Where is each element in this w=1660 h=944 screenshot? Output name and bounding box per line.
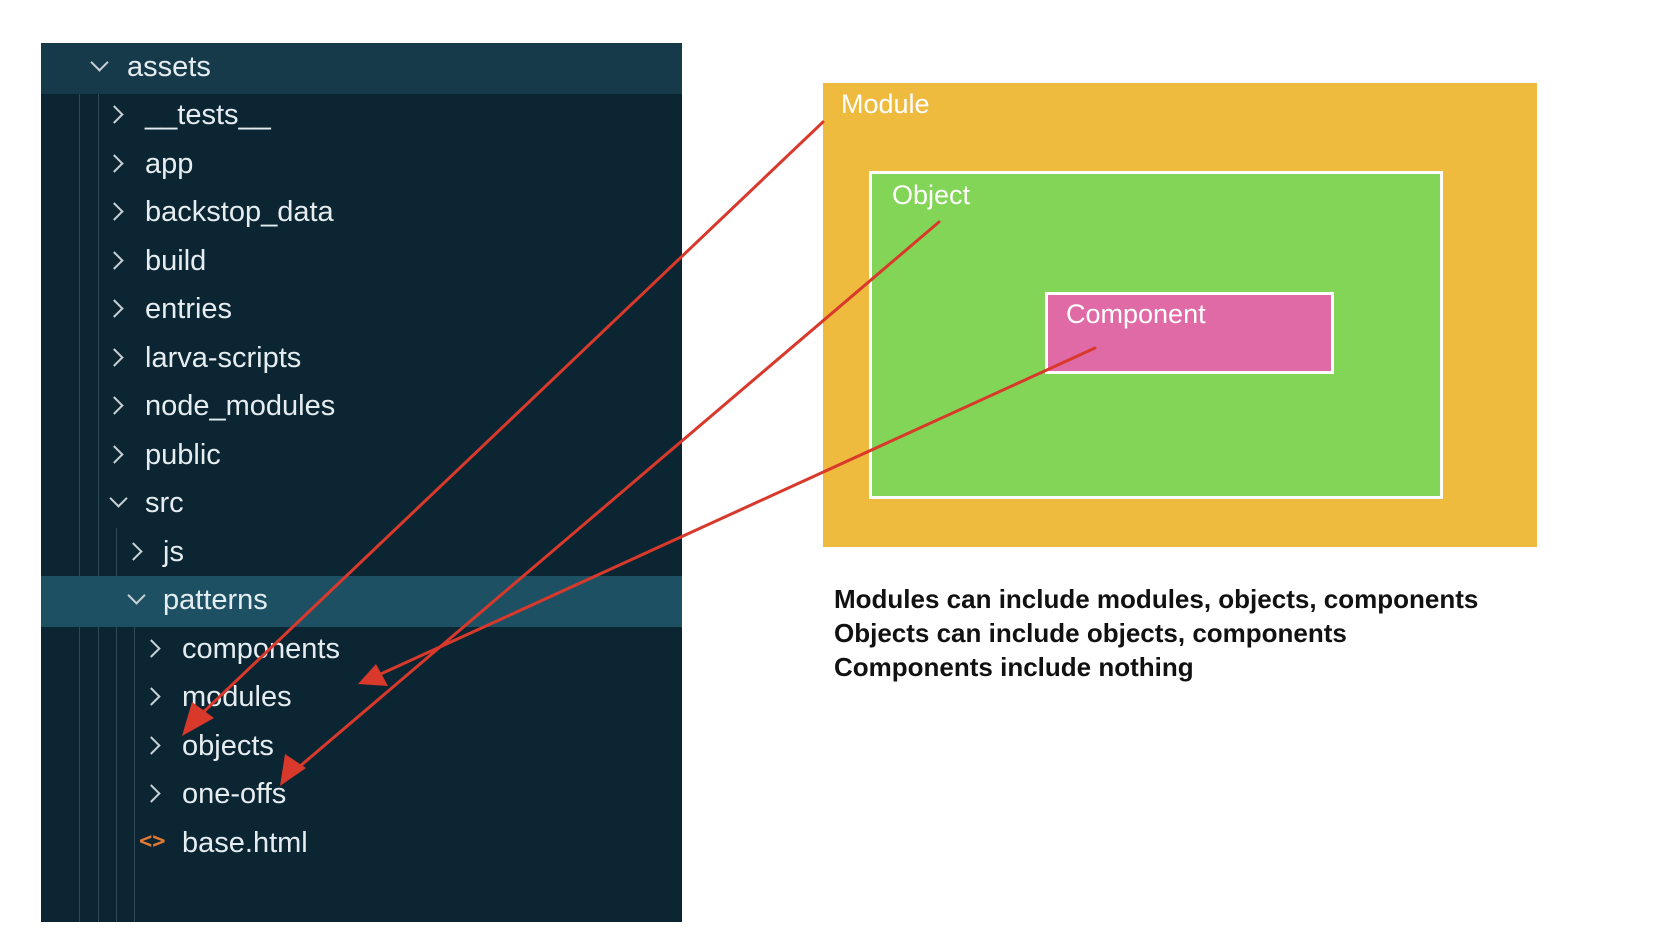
object-label: Object [892, 180, 971, 210]
tree-item-label: build [145, 245, 207, 277]
tree-item-modules[interactable]: modules [41, 673, 682, 724]
caption-line-objects: Objects can include objects, components [834, 618, 1347, 648]
tree-item-label: src [145, 487, 184, 519]
tree-item-src[interactable]: src [41, 479, 682, 530]
tree-item-larva-scripts[interactable]: larva-scripts [41, 334, 682, 385]
tree-item-label: __tests__ [145, 99, 271, 131]
chevron-right-icon [105, 348, 124, 367]
chevron-right-icon [142, 687, 161, 706]
chevron-right-icon [105, 154, 124, 173]
tree-item-public[interactable]: public [41, 431, 682, 482]
chevron-right-icon [105, 251, 124, 270]
indent-guide [116, 528, 117, 922]
chevron-right-icon [105, 202, 124, 221]
tree-item-assets[interactable]: assets [41, 43, 682, 94]
chevron-right-icon [105, 105, 124, 124]
tree-item-label: app [145, 148, 194, 180]
tree-item-label: larva-scripts [145, 342, 302, 374]
tree-item-label: assets [127, 51, 211, 83]
tree-item-label: objects [182, 730, 274, 762]
tree-item-label: one-offs [182, 778, 287, 810]
indent-guide [98, 94, 99, 922]
tree-item-js[interactable]: js [41, 528, 682, 579]
chevron-right-icon [142, 736, 161, 755]
tree-item-base-html[interactable]: <> base.html [41, 819, 682, 870]
chevron-right-icon [142, 639, 161, 658]
tree-item-app[interactable]: app [41, 140, 682, 191]
caption: Modules can include modules, objects, co… [834, 582, 1478, 684]
tree-item-label: public [145, 439, 221, 471]
caption-line-modules: Modules can include modules, objects, co… [834, 584, 1479, 614]
component-label: Component [1066, 299, 1206, 329]
tree-item-build[interactable]: build [41, 237, 682, 288]
tree-item-patterns[interactable]: patterns [41, 576, 682, 627]
tree-item-tests[interactable]: __tests__ [41, 91, 682, 142]
tree-item-label: patterns [163, 584, 268, 616]
indent-guide [134, 625, 135, 922]
tree-item-label: base.html [182, 827, 308, 859]
tree-item-label: js [163, 536, 184, 568]
html-file-icon: <> [139, 829, 166, 854]
tree-item-one-offs[interactable]: one-offs [41, 770, 682, 821]
tree-item-components[interactable]: components [41, 625, 682, 676]
tree-item-label: entries [145, 293, 233, 325]
chevron-right-icon [124, 542, 143, 561]
tree-item-entries[interactable]: entries [41, 285, 682, 336]
tree-item-label: components [182, 633, 340, 665]
chevron-right-icon [105, 299, 124, 318]
file-explorer-tree: assets __tests__ app backstop_data build… [41, 43, 682, 922]
module-label: Module [841, 89, 930, 119]
indent-guide [79, 94, 80, 922]
chevron-right-icon [105, 445, 124, 464]
caption-line-components: Components include nothing [834, 652, 1194, 682]
tree-item-label: backstop_data [145, 196, 334, 228]
chevron-right-icon [142, 784, 161, 803]
tree-item-node-modules[interactable]: node_modules [41, 382, 682, 433]
tree-item-label: node_modules [145, 390, 336, 422]
component-box: Component [1045, 292, 1334, 374]
tree-item-label: modules [182, 681, 292, 713]
chevron-down-icon [90, 53, 109, 72]
tree-item-objects[interactable]: objects [41, 722, 682, 773]
chevron-right-icon [105, 396, 124, 415]
tree-item-backstop-data[interactable]: backstop_data [41, 188, 682, 239]
chevron-down-icon [109, 489, 128, 508]
chevron-down-icon [127, 586, 146, 605]
